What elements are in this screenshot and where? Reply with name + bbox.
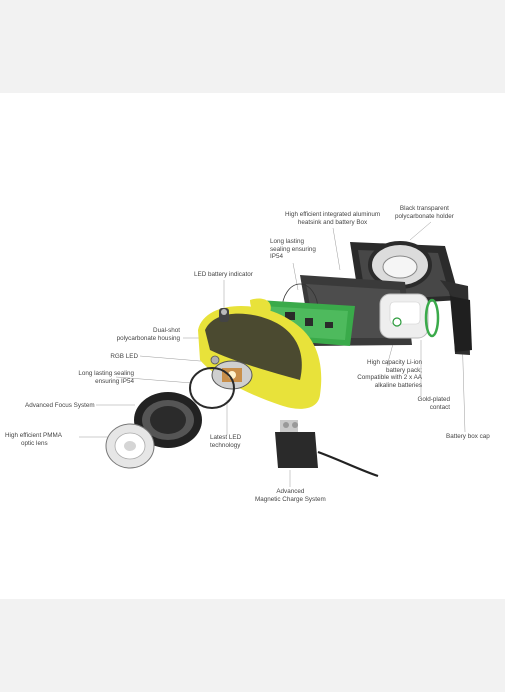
label-aluminum-heatsink: High efficient integrated aluminum heats… xyxy=(285,211,380,226)
led-board xyxy=(211,360,253,390)
label-line: polycarbonate holder xyxy=(395,212,454,220)
label-gold-contact: Gold-plated contact xyxy=(400,396,450,411)
label-black-transparent-holder: Black transparent polycarbonate holder xyxy=(395,205,454,220)
label-line: contact xyxy=(429,403,450,411)
battery-pack xyxy=(379,293,429,339)
label-line: RGB LED xyxy=(110,353,138,360)
label-line: technology xyxy=(210,441,241,449)
label-line: optic lens xyxy=(21,439,48,447)
label-line: sealing ensuring xyxy=(270,245,316,253)
label-line: Long lasting sealing xyxy=(78,370,134,377)
label-line: polycarbonate housing xyxy=(116,334,180,342)
sealing-ring-front xyxy=(189,367,235,409)
label-line: Dual-shot xyxy=(153,327,180,334)
label-dual-shot-housing: Dual-shot polycarbonate housing xyxy=(110,327,180,342)
battery-box-cap xyxy=(450,296,472,352)
label-line: Latest LED xyxy=(210,434,242,441)
label-line: IP54 xyxy=(270,253,283,261)
magnetic-charger xyxy=(275,420,379,478)
label-line: LED battery indicator xyxy=(194,271,253,278)
bottom-band xyxy=(0,599,505,692)
label-focus-system: Advanced Focus System xyxy=(25,402,95,410)
top-band xyxy=(0,0,505,93)
label-rgb-led: RGB LED xyxy=(100,353,138,361)
label-battery-cap: Battery box cap xyxy=(446,433,490,441)
label-line: Compatible with 2 x AA xyxy=(357,374,422,382)
label-line: Advanced Focus System xyxy=(25,402,95,409)
label-line: High efficient integrated aluminum xyxy=(285,211,381,218)
label-line: Magnetic Charge System xyxy=(255,495,326,503)
label-line: alkaline batteries xyxy=(374,381,422,389)
label-battery-pack: High capacity Li-ion battery pack; Compa… xyxy=(352,359,422,389)
pmma-optic-lens xyxy=(105,423,155,469)
label-line: heatsink and battery Box xyxy=(297,218,368,226)
label-magnetic-charge: Advanced Magnetic Charge System xyxy=(255,488,326,503)
gold-contact-ring xyxy=(424,298,440,338)
label-line: High capacity Li-ion xyxy=(367,359,422,366)
label-line: High efficient PMMA xyxy=(5,432,62,439)
label-long-lasting-left: Long lasting sealing ensuring IP54 xyxy=(52,370,134,385)
label-long-lasting-top: Long lasting sealing ensuring IP54 xyxy=(270,238,316,261)
led-battery-indicator xyxy=(219,308,229,322)
label-line: ensuring IP54 xyxy=(95,377,134,385)
label-pmma-lens: High efficient PMMA optic lens xyxy=(5,432,62,447)
focus-system-rings xyxy=(134,392,202,448)
label-latest-led: Latest LED technology xyxy=(210,434,241,449)
rgb-led xyxy=(210,355,220,365)
dual-shot-housing xyxy=(198,298,322,409)
label-line: battery pack; xyxy=(385,366,422,374)
label-line: Advanced xyxy=(276,488,305,495)
label-line: Long lasting xyxy=(270,238,304,245)
label-line: Gold-plated xyxy=(417,396,450,403)
label-led-battery-indicator: LED battery indicator xyxy=(194,271,253,279)
label-line: Battery box cap xyxy=(446,433,490,440)
label-line: Black transparent xyxy=(399,205,449,212)
